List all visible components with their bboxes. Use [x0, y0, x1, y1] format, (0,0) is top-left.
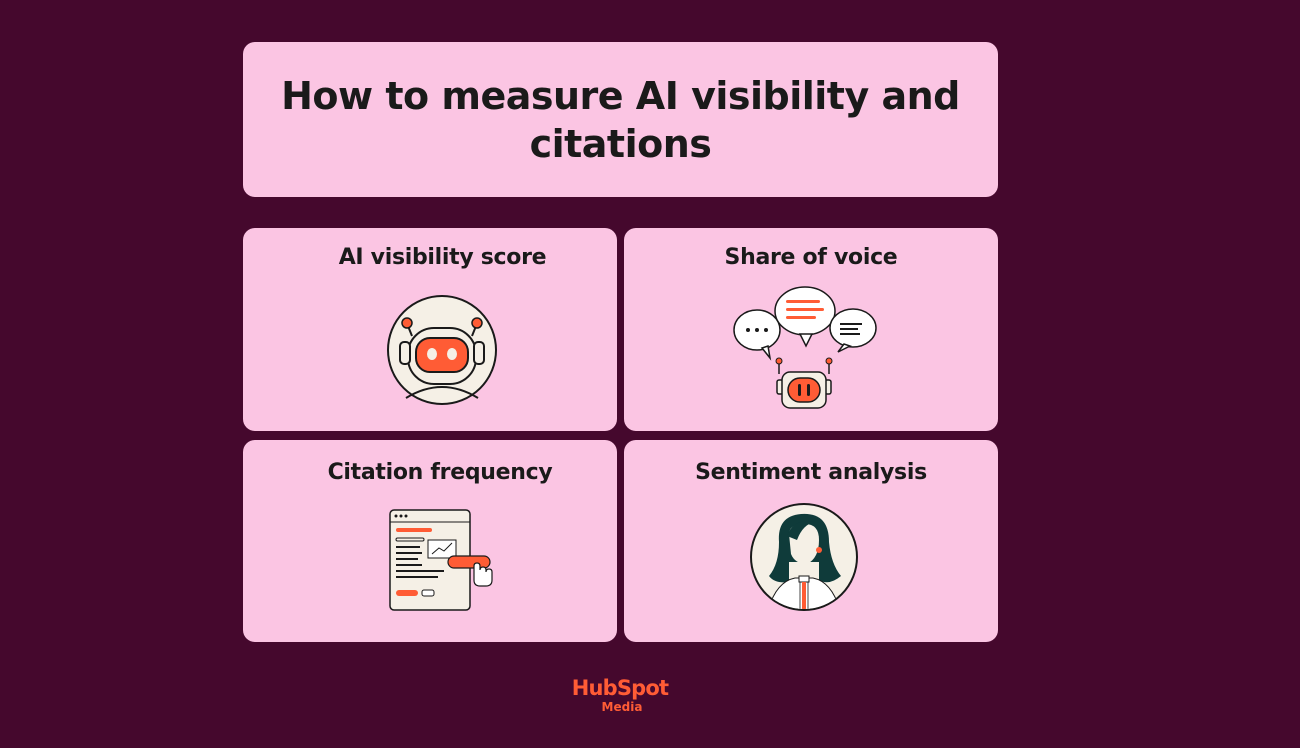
title-card: How to measure AI visibility and citatio… — [243, 42, 998, 197]
woman-portrait-icon — [750, 503, 858, 611]
card-share-of-voice: Share of voice — [624, 228, 998, 431]
card-title: AI visibility score — [338, 245, 547, 270]
card-title: Citation frequency — [327, 460, 553, 485]
logo-brand-name: HubSpot — [571, 676, 669, 700]
card-title: Sentiment analysis — [695, 460, 927, 485]
robot-icon — [387, 295, 497, 405]
card-citation-frequency: Citation frequency — [243, 440, 617, 642]
chat-bubbles-robot-icon — [733, 286, 877, 409]
document-click-icon — [389, 509, 493, 611]
card-ai-visibility-score: AI visibility score — [243, 228, 617, 431]
hubspot-media-logo: HubSpot Media — [570, 676, 670, 720]
page-title: How to measure AI visibility and citatio… — [281, 73, 960, 166]
card-sentiment-analysis: Sentiment analysis — [624, 440, 998, 642]
logo-brand-sub: Media — [601, 700, 643, 714]
card-title: Share of voice — [724, 245, 898, 270]
